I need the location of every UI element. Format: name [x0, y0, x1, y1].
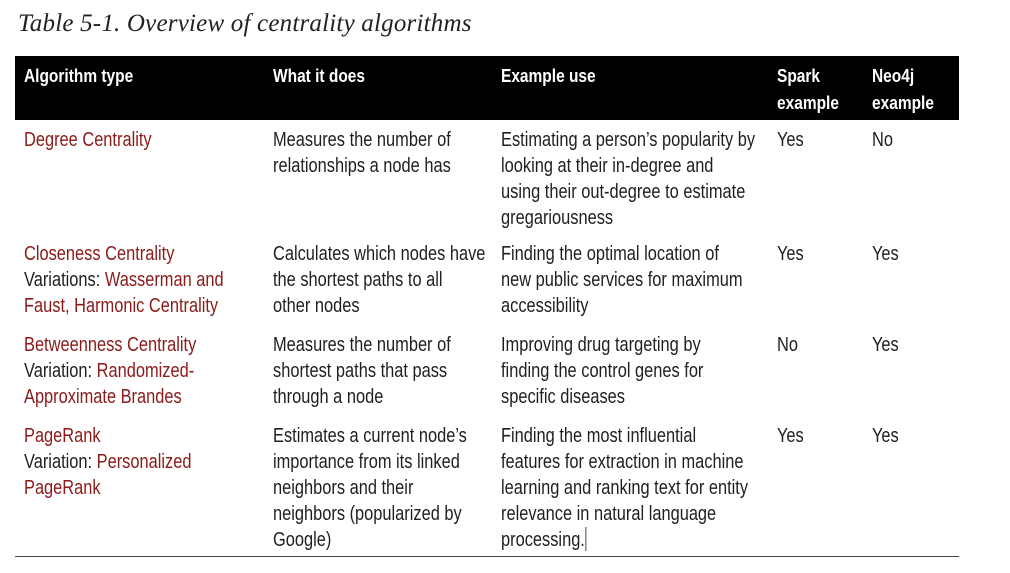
algorithm-type-line: Variations: Wasserman and: [24, 267, 224, 293]
example-use-line: Finding the most influential: [501, 425, 697, 447]
what-it-does-cell: Measures the number of relationships a no…: [273, 127, 451, 179]
algorithm-name: PageRank: [24, 477, 101, 499]
example-use-line: Finding the optimal location of: [501, 243, 719, 265]
example-use-line: gregariousness: [501, 207, 614, 229]
algorithm-type-line: PageRank: [24, 423, 191, 449]
header-spark-example: Spark example: [777, 63, 839, 117]
algorithm-type-line: Closeness Centrality: [24, 241, 224, 267]
algorithm-name: PageRank: [24, 425, 101, 447]
centrality-table: Algorithm type What it does Example use …: [15, 56, 959, 553]
neo4j-example-cell: Yes: [872, 334, 899, 356]
what-it-does-line: Google): [273, 529, 332, 551]
variation-prefix: Variation:: [24, 360, 97, 382]
text-cursor: [585, 527, 587, 551]
what-it-does-line: importance from its linked: [273, 451, 460, 473]
example-use-line: Estimating a person’s popularity by: [501, 129, 756, 151]
header-neo4j-example: Neo4j example: [872, 63, 934, 117]
header-example-use: Example use: [501, 66, 596, 86]
header-what-it-does: What it does: [273, 66, 366, 86]
what-it-does-line: relationships a node has: [273, 155, 451, 177]
algorithm-name: Betweenness Centrality: [24, 334, 197, 356]
spark-example-cell: Yes: [777, 129, 804, 151]
algorithm-type-line: Variation: Randomized-: [24, 358, 196, 384]
algorithm-name: Approximate Brandes: [24, 386, 182, 408]
what-it-does-cell: Measures the number of shortest paths tha…: [273, 332, 451, 410]
algorithm-name: Personalized: [96, 451, 192, 473]
header-neo4j-line1: Neo4j: [872, 66, 915, 86]
example-use-line: finding the control genes for: [501, 360, 704, 382]
example-use-cell: Estimating a person’s popularity by looki…: [501, 127, 755, 231]
what-it-does-line: shortest paths that pass: [273, 360, 448, 382]
algorithm-type-line: Faust, Harmonic Centrality: [24, 293, 224, 319]
header-algorithm-type: Algorithm type: [24, 66, 134, 86]
variation-prefix: Variations:: [24, 269, 105, 291]
example-use-line: accessibility: [501, 295, 589, 317]
example-use-line: new public services for maximum: [501, 269, 743, 291]
table-row: Degree Centrality Measures the number of r…: [15, 120, 959, 234]
what-it-does-cell: Calculates which nodes have the shortest …: [273, 241, 485, 319]
what-it-does-cell: Estimates a current node’s importance fro…: [273, 423, 467, 553]
header-neo4j-line2: example: [872, 93, 934, 113]
algorithm-name: Faust, Harmonic Centrality: [24, 295, 219, 317]
spark-example-cell: Yes: [777, 425, 804, 447]
algorithm-name: Degree Centrality: [24, 129, 152, 151]
example-use-cell: Finding the most influential features for…: [501, 423, 748, 553]
example-use-cell: Finding the optimal location of new publi…: [501, 241, 743, 319]
algorithm-type-line: PageRank: [24, 475, 191, 501]
what-it-does-line: Estimates a current node’s: [273, 425, 467, 447]
example-use-line: relevance in natural language: [501, 503, 717, 525]
what-it-does-line: the shortest paths to all: [273, 269, 443, 291]
what-it-does-line: Measures the number of: [273, 334, 451, 356]
spark-example-cell: No: [777, 334, 798, 356]
header-spark-line1: Spark: [777, 66, 821, 86]
example-use-line: specific diseases: [501, 386, 625, 408]
table-header: Algorithm type What it does Example use …: [15, 56, 959, 120]
table-caption: Table 5-1. Overview of centrality algori…: [18, 10, 472, 37]
what-it-does-line: Calculates which nodes have: [273, 243, 486, 265]
what-it-does-line: other nodes: [273, 295, 360, 317]
what-it-does-line: through a node: [273, 386, 384, 408]
example-use-line: learning and ranking text for entity: [501, 477, 749, 499]
neo4j-example-cell: No: [872, 129, 893, 151]
what-it-does-line: neighbors (popularized by: [273, 503, 462, 525]
algorithm-name: Randomized-: [96, 360, 195, 382]
example-use-line: features for extraction in machine: [501, 451, 744, 473]
example-use-line: Improving drug targeting by: [501, 334, 701, 356]
what-it-does-line: Measures the number of: [273, 129, 451, 151]
algorithm-type-line: Betweenness Centrality: [24, 332, 196, 358]
algorithm-type-cell: Degree Centrality: [24, 127, 152, 153]
spark-example-cell: Yes: [777, 243, 804, 265]
example-use-line: processing.: [501, 529, 585, 551]
header-spark-line2: example: [777, 93, 839, 113]
algorithm-name: Wasserman and: [104, 269, 224, 291]
neo4j-example-cell: Yes: [872, 425, 899, 447]
table-bottom-rule: [15, 556, 959, 557]
example-use-line: using their out-degree to estimate: [501, 181, 746, 203]
algorithm-type-line: Variation: Personalized: [24, 449, 191, 475]
algorithm-name: Closeness Centrality: [24, 243, 175, 265]
example-use-cell: Improving drug targeting by finding the c…: [501, 332, 703, 410]
example-use-line: looking at their in-degree and: [501, 155, 714, 177]
algorithm-type-line: Degree Centrality: [24, 127, 152, 153]
variation-prefix: Variation:: [24, 451, 97, 473]
algorithm-type-line: Approximate Brandes: [24, 384, 196, 410]
what-it-does-line: neighbors and their: [273, 477, 414, 499]
neo4j-example-cell: Yes: [872, 243, 899, 265]
